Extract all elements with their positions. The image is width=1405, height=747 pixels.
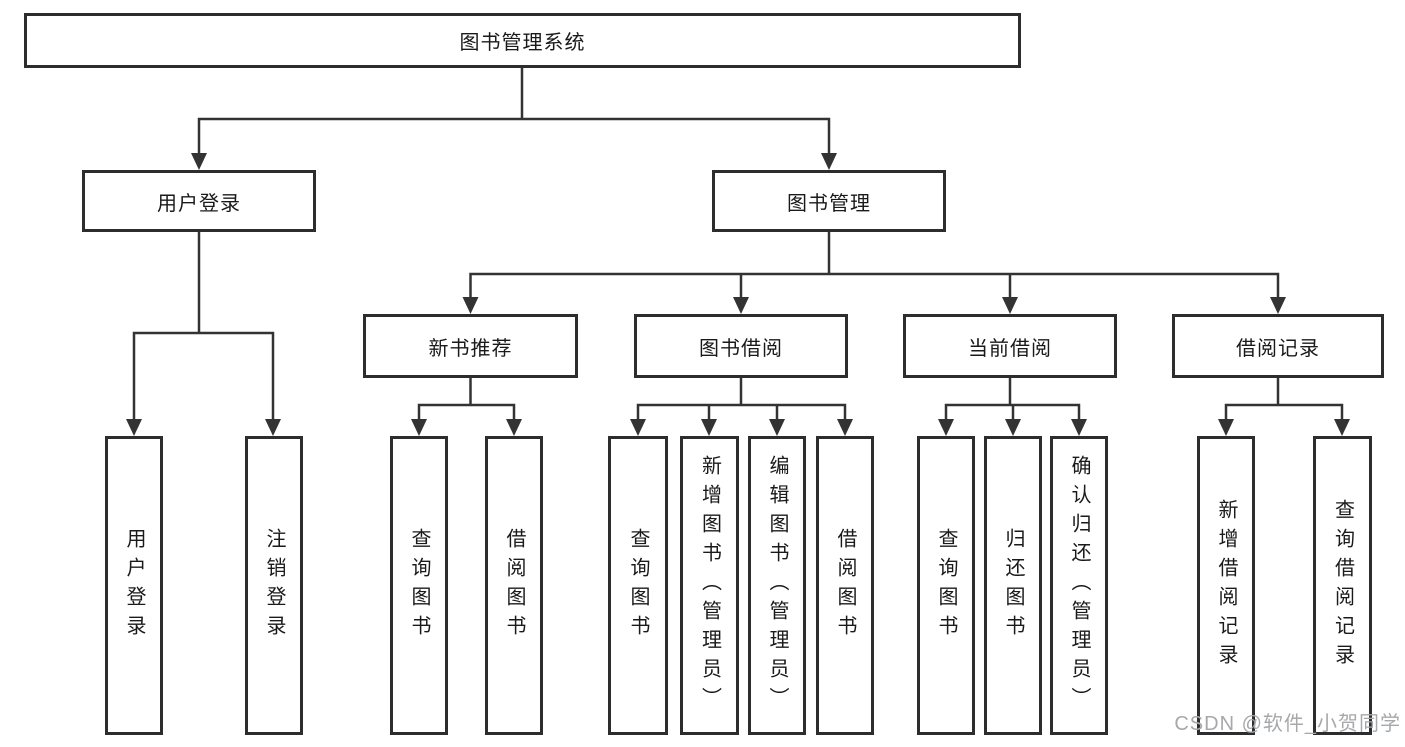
arrow-down-icon [821,153,837,170]
arrow-down-icon [506,419,522,436]
connector-borrow-records-to-leaves [1224,374,1344,423]
connector-book-management-to-level3 [469,228,1280,301]
node-label: 当前借阅 [968,337,1052,360]
connector-root-to-level2 [197,64,831,157]
leaf-add-borrow-record: 新增借阅记录 [1197,436,1255,735]
leaf-query-books-current: 查询图书 [917,436,975,735]
leaf-query-books-borrow: 查询图书 [608,436,668,735]
node-label: 用户登录 [157,192,241,215]
leaf-borrow-books: 借阅图书 [816,436,874,735]
node-label: 确认归还（管理员） [1068,455,1090,716]
node-label: 图书管理系统 [459,32,586,54]
node-label: 图书借阅 [699,337,783,360]
node-label: 编辑图书（管理员） [766,455,788,716]
node-user-login: 用户登录 [82,170,316,232]
arrow-down-icon [1002,297,1018,314]
node-new-book-recommendation: 新书推荐 [363,314,578,378]
arrow-down-icon [462,297,479,314]
arrow-down-icon [126,419,142,436]
connector-new-book-to-leaves [417,374,516,423]
node-label: 用户登录 [123,527,145,644]
node-label: 注销登录 [263,527,285,644]
node-label: 借阅图书 [503,527,525,644]
leaf-confirm-return-admin: 确认归还（管理员） [1050,436,1108,735]
node-label: 查询图书 [627,527,649,644]
arrow-down-icon [1218,419,1234,436]
leaf-logout-login: 注销登录 [245,436,303,735]
arrow-down-icon [1071,419,1087,436]
leaf-query-books-recommend: 查询图书 [390,436,448,735]
node-label: 查询图书 [408,527,430,644]
node-book-borrowing: 图书借阅 [634,314,848,378]
node-label: 新增图书（管理员） [698,455,721,716]
leaf-user-login: 用户登录 [105,436,163,735]
node-label: 新书推荐 [428,337,513,360]
leaf-add-books-admin: 新增图书（管理员） [680,436,739,735]
csdn-watermark: CSDN @软件_小贺同学 [1174,713,1401,735]
arrow-down-icon [411,419,427,436]
arrow-down-icon [701,419,717,436]
node-label: 查询借阅记录 [1331,498,1354,673]
node-label: 借阅图书 [834,527,856,644]
leaf-edit-books-admin: 编辑图书（管理员） [748,436,806,735]
connector-book-borrow-to-leaves [636,374,847,423]
leaf-borrow-books-recommend: 借阅图书 [485,436,543,735]
arrow-down-icon [837,419,853,436]
arrow-down-icon [265,419,281,436]
node-book-management: 图书管理 [712,170,946,232]
node-label: 归还图书 [1002,527,1024,644]
node-current-borrowing: 当前借阅 [903,314,1117,378]
node-label: 新增借阅记录 [1215,498,1237,673]
arrow-down-icon [1334,419,1350,436]
leaf-query-borrow-record: 查询借阅记录 [1313,436,1372,735]
connector-current-borrow-to-leaves [944,374,1081,423]
arrow-down-icon [938,419,954,436]
leaf-return-books: 归还图书 [984,436,1042,735]
arrow-down-icon [1005,419,1021,436]
arrow-down-icon [191,153,207,170]
arrow-down-icon [733,297,749,314]
node-label: 图书管理 [787,192,871,215]
node-library-management-system: 图书管理系统 [24,13,1021,68]
node-label: 查询图书 [935,527,957,644]
node-label: 借阅记录 [1236,337,1320,360]
connector-user-login-to-leaves [132,228,275,423]
arrow-down-icon [769,419,785,436]
arrow-down-icon [1270,297,1286,314]
node-borrowing-records: 借阅记录 [1172,314,1384,378]
arrow-down-icon [630,419,646,436]
